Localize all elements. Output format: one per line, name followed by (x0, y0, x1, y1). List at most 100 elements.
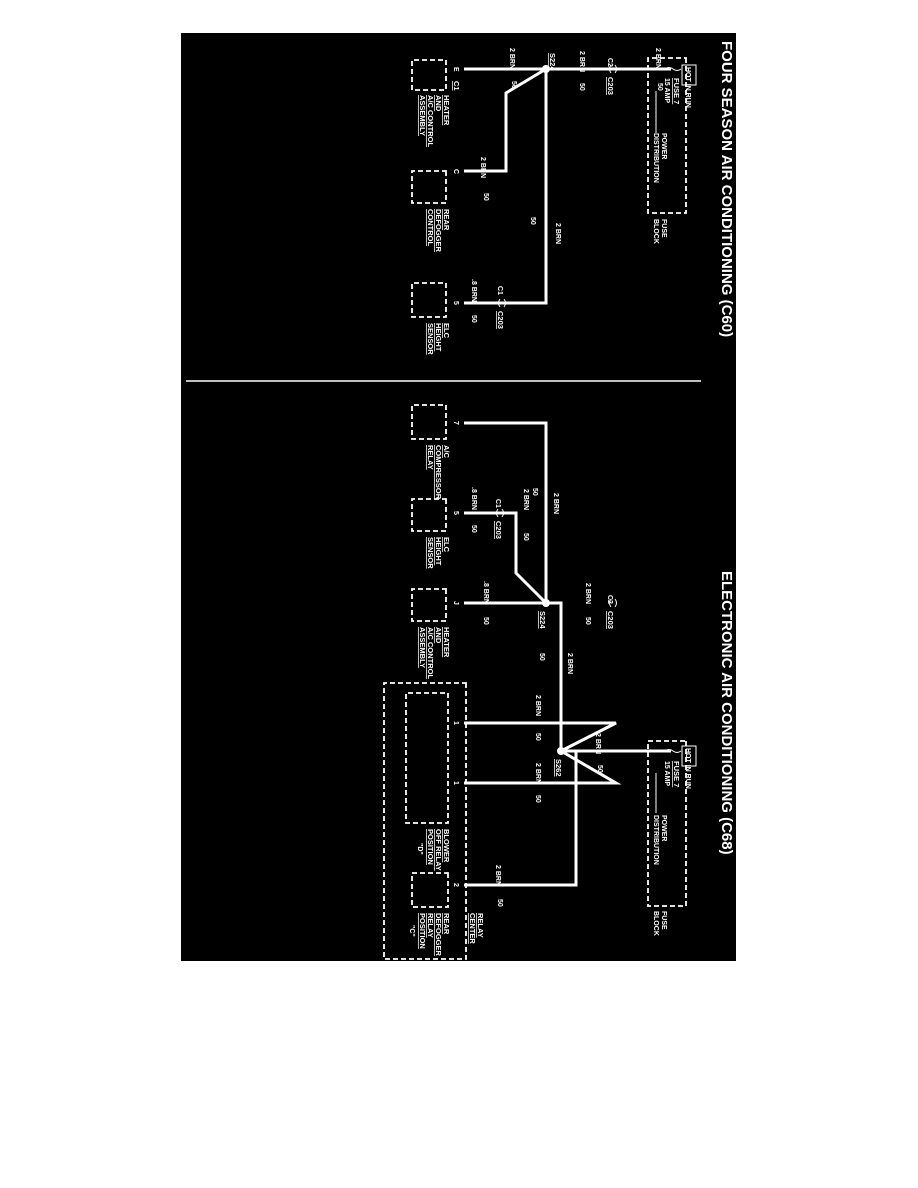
compressor-pin: 7 (452, 421, 459, 425)
heater-label-2-right: AND (434, 627, 443, 644)
fuse-amp-label: 15 AMP (663, 78, 670, 103)
wiring-diagram: FOUR SEASON AIR CONDITIONING (C60) HOT I… (186, 41, 735, 960)
elc-connector-c203: C203 (496, 311, 505, 329)
heater-ac-control-assembly-right (411, 588, 447, 622)
blower-wire-2 (464, 749, 622, 785)
defogger-label-3: CONTROL (426, 209, 435, 246)
heater-pin-j: J (452, 601, 459, 605)
connector-c203-icon (609, 64, 617, 74)
elc-label-1-right: ELC (442, 537, 451, 553)
fuse-block-label-2: BLOCK (652, 219, 659, 244)
fuse-block-label-right-2: BLOCK (652, 911, 659, 936)
elc-height-sensor (411, 282, 447, 318)
electronic-ac-diagram: ELECTRONIC AIR CONDITIONING (C68) HOT IN… (383, 404, 735, 960)
fuse-label-right: FUSE 7 (672, 761, 681, 787)
splice-s262-label: S262 (554, 759, 563, 777)
blower-off-relay (405, 692, 449, 824)
main-wire-size: 2 BRN (654, 48, 661, 69)
fuse-amp-right: 15 AMP (663, 761, 670, 786)
defogger-label-1: REAR (442, 209, 451, 231)
distribution-label: DISTRIBUTION (652, 133, 659, 183)
elc-pin-5: 5 (452, 301, 459, 305)
fuse-block-label: FUSE (660, 219, 667, 238)
connector-c203-label: C203 (606, 77, 615, 95)
elc-lower-wire-circuit: 50 (470, 315, 477, 323)
blower-wire-1 (464, 721, 617, 753)
compressor-label-2: COMPRESSOR (434, 445, 443, 500)
elc-label-2-right: HEIGHT (434, 537, 443, 566)
elc-connector-icon-right (496, 508, 504, 518)
heater-label-3: A/C CONTROL (426, 95, 435, 147)
defogger-wire-circuit-right: 50 (496, 899, 503, 907)
heater-wire-size: 2 BRN (508, 48, 515, 69)
main-wire-circuit-right: 50 (596, 765, 603, 773)
hot-in-run-label-box (681, 64, 697, 86)
hot-in-run-label-right: HOT IN RUN (684, 748, 691, 789)
defogger-relay-label-1: REAR (442, 913, 451, 935)
main-wire-size-right: 2 BRN (594, 733, 601, 754)
s224-in-wire-size: 2 BRN (578, 51, 585, 72)
splice-s224-label: S224 (548, 53, 557, 71)
elc-wire-circuit: 50 (529, 217, 536, 225)
defogger-wire (464, 67, 547, 173)
blower-pin-2: 1 (452, 781, 459, 785)
defogger-relay-label-3: RELAY (426, 913, 435, 938)
connector-c2-right: C2 (606, 595, 613, 604)
heater-connector-c1: C1 (452, 81, 461, 91)
blower-label-1: BLOWER (442, 829, 451, 863)
elc-label-3-right: SENSOR (426, 537, 435, 569)
elc-lower-wire-size-right: .8 BRN (470, 487, 477, 510)
elc-label-1: ELC (442, 323, 451, 339)
heater-ac-control-assembly (411, 59, 447, 91)
heater-label-1: HEATER (442, 95, 451, 126)
ac-compressor-relay (411, 404, 447, 440)
wiring-diagram-panel: FOUR SEASON AIR CONDITIONING (C60) HOT I… (181, 33, 736, 961)
heater-wire-size-right: .8 BRN (482, 581, 489, 604)
blower-pin-1: 1 (452, 721, 459, 725)
heater-wire-circuit-right: 50 (482, 617, 489, 625)
elc-lower-wire-size: .8 BRN (470, 279, 477, 302)
heater-label-2: AND (434, 95, 443, 112)
rear-defogger-control (411, 170, 447, 204)
defogger-pin-2: 2 (452, 883, 459, 887)
elc-lower-wire-circuit-right: 50 (470, 525, 477, 533)
s224-in-wire-circuit: 50 (578, 83, 585, 91)
defogger-relay-label-2: DEFOGGER (434, 913, 443, 957)
defogger-relay-label-4: POSITION (418, 913, 427, 949)
fuse-block-box-right (647, 740, 687, 907)
defogger-wire-size-right: 2 BRN (494, 865, 501, 886)
compressor-wire (464, 421, 548, 603)
compressor-wire-circuit: 50 (531, 488, 538, 496)
elc-height-sensor-right (411, 498, 447, 532)
defogger-relay-wire (464, 749, 578, 887)
blower-wire-1-size: 2 BRN (534, 695, 541, 716)
s262-to-s224-wire (546, 601, 563, 751)
heater-label-3-right: A/C CONTROL (426, 627, 435, 679)
blower-label-3: POSITION (426, 829, 435, 865)
elc-pin-right: 5 (452, 511, 459, 515)
connector-c203-icon-right (609, 598, 617, 608)
rear-defogger-relay (411, 872, 449, 908)
s262-wire-circuit: 50 (538, 653, 545, 661)
connector-c203-right: C203 (606, 611, 615, 629)
defogger-label-2: DEFOGGER (434, 209, 443, 253)
hot-in-run-label: HOT IN RUN (684, 67, 691, 108)
blower-label-4: "D" (416, 843, 423, 855)
elc-label-2: HEIGHT (434, 323, 443, 352)
defogger-pin-c: C (452, 169, 459, 174)
defogger-relay-label-5: "C" (408, 925, 415, 937)
elc-label-3: SENSOR (426, 323, 435, 355)
elc-connector-c1: C1 (496, 286, 503, 295)
elc-connector-c203-right: C203 (494, 521, 503, 539)
elc-connector-c1-right: C1 (494, 499, 501, 508)
power-label-right: POWER (660, 815, 667, 841)
defogger-wire-circuit: 50 (482, 193, 489, 201)
compressor-wire-size: 2 BRN (552, 493, 559, 514)
power-label: POWER (660, 133, 667, 159)
s224-wire-circuit-right: 50 (584, 617, 591, 625)
fuse-label: FUSE 7 (672, 78, 681, 104)
blower-wire-2-size: 2 BRN (534, 763, 541, 784)
heater-label-4: ASSEMBLY (418, 95, 427, 136)
splice-s224-label-right: S224 (538, 611, 547, 629)
connector-c2-label: C2 (606, 58, 613, 67)
